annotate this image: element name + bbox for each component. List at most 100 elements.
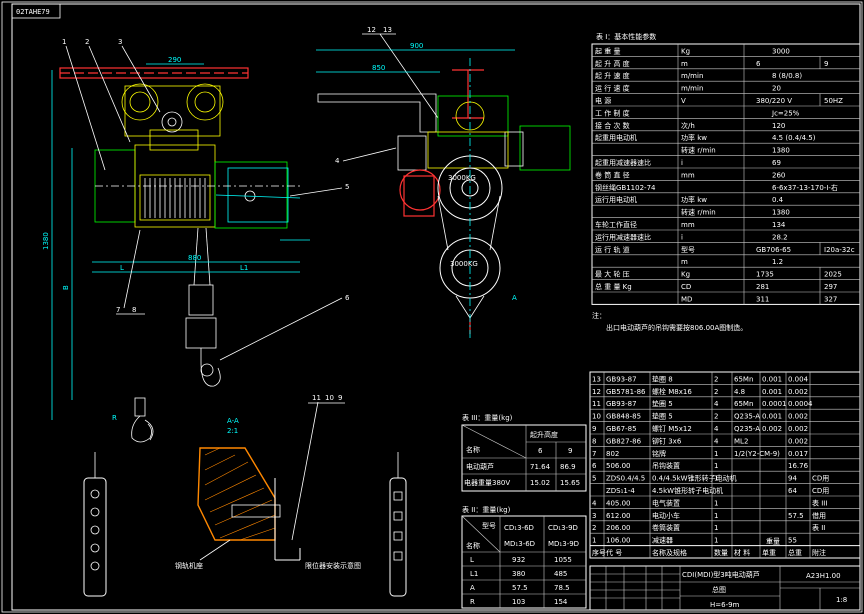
svg-text:15.02: 15.02 <box>530 479 550 487</box>
bom-cell-name: 螺栓 M8x16 <box>652 387 692 396</box>
svg-text:900: 900 <box>410 42 423 50</box>
tech-row-value: Jc=25% <box>771 109 800 117</box>
bom-cell-code: ZDS₁1-4 <box>606 487 635 495</box>
bom-cell-mat: 65Mn <box>734 400 753 408</box>
bom-cell-name: 垫圈 8 <box>652 374 673 383</box>
bom-cell-no: 2 <box>592 524 596 532</box>
dim-table: 表 II：重量(kg) 型号 名称 CD₁3-6D CD₁3-9D MD₁3-6… <box>461 505 587 609</box>
tech-row-name: 钢丝绳GB1102-74 <box>595 183 656 192</box>
bom-cell-qty: 1 <box>714 512 718 520</box>
svg-text:932: 932 <box>512 556 525 564</box>
svg-text:A23H1.00: A23H1.00 <box>806 572 841 580</box>
svg-text:15.65: 15.65 <box>560 479 580 487</box>
svg-text:57.5: 57.5 <box>512 584 528 592</box>
bom-cell-qty: 1 <box>714 450 718 458</box>
bom-cell-code: GB93-87 <box>606 400 637 408</box>
bom-header-qty: 数量 <box>714 548 728 557</box>
bom-cell-code: 802 <box>606 450 619 458</box>
svg-text:3: 3 <box>118 38 122 46</box>
svg-text:10: 10 <box>325 394 334 402</box>
bom-frame <box>589 371 861 559</box>
bom-cell-no: 12 <box>592 388 601 396</box>
tech-row-value2: I20a-32c <box>824 246 855 254</box>
bom-cell-code: 405.00 <box>606 499 631 507</box>
bom-cell-w2: 94 <box>788 475 797 483</box>
bom-cell-code: GB93-87 <box>606 375 637 383</box>
tech-row-unit: 型号 <box>681 245 695 254</box>
bom-cell-note: CD用 <box>812 487 829 495</box>
tech-row-name: 运 行 速 度 <box>595 84 630 93</box>
bom-cell-note: CD用 <box>812 475 829 483</box>
bom-header-name: 名称及规格 <box>652 548 687 557</box>
svg-text:7: 7 <box>116 306 120 314</box>
tech-row-unit: m <box>681 60 688 68</box>
bom-cell-no: 8 <box>592 437 596 445</box>
tech-row-value: 260 <box>772 171 785 179</box>
bom-cell-qty: 4 <box>714 437 719 445</box>
bom-cell-qty: 1 <box>714 524 718 532</box>
tech-row-value: 1380 <box>772 147 790 155</box>
tech-row-unit: 转速 r/min <box>681 208 716 217</box>
bom-cell-no: 1 <box>592 537 596 545</box>
svg-text:型号: 型号 <box>482 521 496 530</box>
tech-row-name: 起重用减速器速比 <box>595 158 651 167</box>
part-leaders: 1 2 3 4 5 6 7 8 11 10 9 12 13 <box>62 26 439 541</box>
tech-row-unit: mm <box>681 221 695 229</box>
svg-text:表 I：基本性能参数: 表 I：基本性能参数 <box>596 32 656 41</box>
bom-cell-w2: 0.002 <box>788 437 808 445</box>
tech-row-unit: i <box>681 233 683 241</box>
tech-row-unit: Kg <box>681 271 690 279</box>
tech-row-value: 6 <box>756 60 761 68</box>
svg-text:电器重量380V: 电器重量380V <box>464 478 510 487</box>
svg-text:6: 6 <box>345 294 350 302</box>
pendant-right-side <box>389 452 407 597</box>
svg-text:L: L <box>470 556 474 564</box>
svg-text:L: L <box>120 264 124 272</box>
svg-text:表 III：重量(kg): 表 III：重量(kg) <box>462 413 513 422</box>
side-view: 850 900 3000KG 3000KG <box>316 42 571 340</box>
tech-row-value2: 327 <box>824 295 837 303</box>
bom-cell-note: 表 III <box>812 498 827 507</box>
bom-header-mat: 材 料 <box>734 548 750 557</box>
bom-cell-qty: 1 <box>714 499 718 507</box>
tech-row-name: 运行用减速器速比 <box>595 232 651 241</box>
bom-cell-w2: 57.5 <box>788 512 804 520</box>
tech-row-name: 起重用电动机 <box>595 133 637 142</box>
bom-cell-qty: 4 <box>714 425 719 433</box>
bom-cell-name: 0.4/4.5kW锥形转子电动机 <box>652 474 737 483</box>
tech-row-value: 6-6x37-13-170-Ⅰ-右 <box>772 183 838 192</box>
bom-cell-w2: 0.0004 <box>788 400 813 408</box>
tech-row-value2: 50HZ <box>824 97 843 105</box>
tech-row-value: 1380 <box>772 209 790 217</box>
svg-text:总图: 总图 <box>712 585 726 594</box>
svg-text:9: 9 <box>338 394 342 402</box>
bom-cell-mat: 4.8 <box>734 388 745 396</box>
svg-text:6: 6 <box>538 447 543 455</box>
bom-cell-qty: 1 <box>714 462 718 470</box>
svg-text:限位器安装示意图: 限位器安装示意图 <box>305 561 361 570</box>
bom-cell-code: 106.00 <box>606 537 631 545</box>
tech-row-value: 3000 <box>772 47 790 55</box>
note: 注： 出口电动葫芦的吊钩需要按806.00A图制造。 <box>592 311 747 332</box>
svg-text:485: 485 <box>554 570 567 578</box>
svg-text:11: 11 <box>312 394 321 402</box>
tech-row-value: GB706-65 <box>756 246 791 254</box>
tech-row-name: 运行用电动机 <box>595 195 637 204</box>
tech-row-name: 接 合 次 数 <box>595 121 630 130</box>
tech-row-unit: i <box>681 159 683 167</box>
svg-text:1380: 1380 <box>42 232 50 250</box>
svg-text:名称: 名称 <box>466 541 480 550</box>
bom-cell-name: 减速器 <box>652 536 673 545</box>
top-left-tag: 02TAHE79 <box>11 3 61 19</box>
bom-cell-mat: ML2 <box>734 437 748 445</box>
svg-text:103: 103 <box>512 598 525 606</box>
bom-cell-no: 6 <box>592 462 597 470</box>
svg-text:3000KG: 3000KG <box>450 260 478 268</box>
hoist-body <box>94 144 301 229</box>
bom-cell-name: 电气装置 <box>652 498 680 507</box>
tech-row-value: 20 <box>772 85 781 93</box>
title-block: CDI(MDI)型3吨电动葫芦 总图 A23H1.00 1:8 H=6-9m <box>589 565 861 611</box>
svg-text:电动葫芦: 电动葫芦 <box>466 462 494 471</box>
bom-cell-name: 螺钉 M5x12 <box>652 424 692 433</box>
